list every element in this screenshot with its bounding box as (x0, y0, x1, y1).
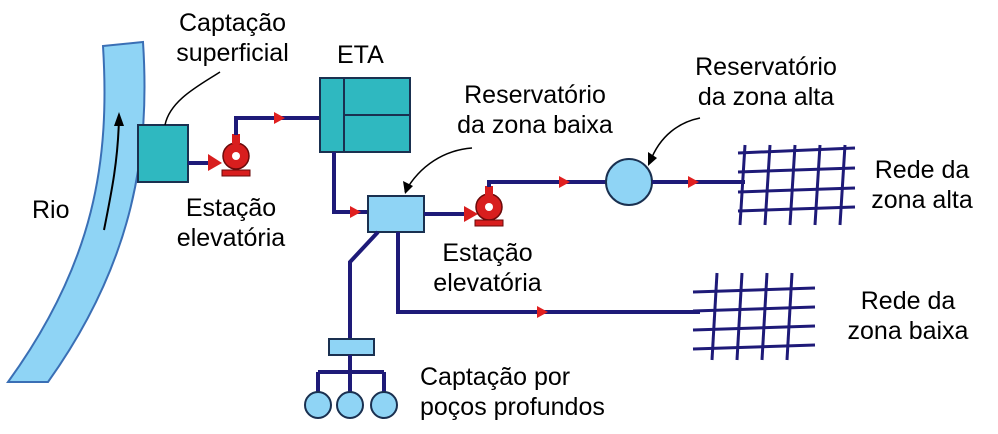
flow-arrow-5 (537, 306, 548, 318)
low-zone-reservoir (367, 195, 425, 233)
label-estacao-elevatoria-1-line2: elevatória (176, 224, 286, 252)
label-reservatorio-zona-alta-line1: Reservatório (695, 53, 837, 81)
label-captacao-superficial: Captação superficial (160, 8, 305, 68)
wells-manifold (316, 355, 386, 393)
label-reservatorio-zona-baixa: Reservatório da zona baixa (440, 80, 630, 140)
label-captacao-superficial-line1: Captação (178, 9, 287, 37)
high-zone-reservoir (605, 158, 653, 206)
label-reservatorio-zona-baixa-line1: Reservatório (464, 81, 606, 109)
label-rede-zona-baixa-line2: zona baixa (847, 317, 969, 345)
label-estacao-elevatoria-2-line2: elevatória (433, 269, 542, 297)
pump-2 (464, 186, 504, 227)
label-captacao-superficial-line2: superficial (176, 39, 289, 67)
river (6, 40, 146, 383)
label-captacao-pocos-line2: poços profundos (420, 393, 605, 421)
label-captacao-pocos-line1: Captação por (420, 363, 571, 391)
label-captacao-pocos: Captação por poços profundos (420, 362, 605, 422)
label-rede-zona-alta: Rede da zona alta (857, 155, 987, 215)
label-estacao-elevatoria-2-line1: Estação (442, 239, 533, 267)
pipe-pump1-to-eta (234, 116, 320, 135)
flow-arrow-1 (274, 112, 285, 124)
label-rio: Rio (32, 196, 70, 224)
label-reservatorio-zona-alta-line2: da zona alta (697, 83, 835, 111)
wells-collector (328, 338, 375, 356)
pump-1 (208, 134, 251, 177)
low-zone-network (692, 272, 816, 361)
label-rede-zona-baixa-line1: Rede da (860, 287, 956, 315)
label-rede-zona-baixa: Rede da zona baixa (838, 286, 978, 346)
pipe-wells-to-low-reservoir (348, 230, 380, 340)
label-reservatorio-zona-alta: Reservatório da zona alta (676, 52, 856, 112)
high-reservoir-leader (649, 117, 701, 163)
flow-arrow-2 (350, 206, 361, 218)
surface-intake-box (137, 124, 189, 183)
label-reservatorio-zona-baixa-line2: da zona baixa (457, 111, 613, 139)
label-estacao-elevatoria-1: Estação elevatória (166, 193, 296, 253)
low-reservoir-leader (404, 147, 473, 193)
high-zone-network (737, 144, 856, 226)
pipe-eta-to-low-reservoir (332, 152, 368, 214)
river-flow-arrowhead (114, 112, 124, 126)
pipe-pump2-to-high-reservoir (487, 180, 606, 187)
well-1 (304, 391, 332, 419)
well-2 (336, 391, 364, 419)
high-reservoir-leader-arrowhead (648, 152, 657, 166)
eta-treatment-plant (319, 77, 411, 153)
label-eta: ETA (337, 41, 384, 69)
surface-intake-leader (164, 71, 221, 126)
low-reservoir-leader-arrowhead (403, 181, 413, 194)
label-estacao-elevatoria-2: Estação elevatória (420, 238, 555, 298)
well-3 (370, 391, 398, 419)
river-flow-arrow (103, 117, 120, 231)
pipe-low-reservoir-to-network (396, 232, 700, 314)
label-rede-zona-alta-line2: zona alta (871, 186, 973, 214)
label-estacao-elevatoria-1-line1: Estação (185, 194, 277, 222)
flow-arrow-3 (559, 176, 570, 188)
label-rede-zona-alta-line1: Rede da (874, 156, 970, 184)
flow-arrow-4 (688, 176, 699, 188)
